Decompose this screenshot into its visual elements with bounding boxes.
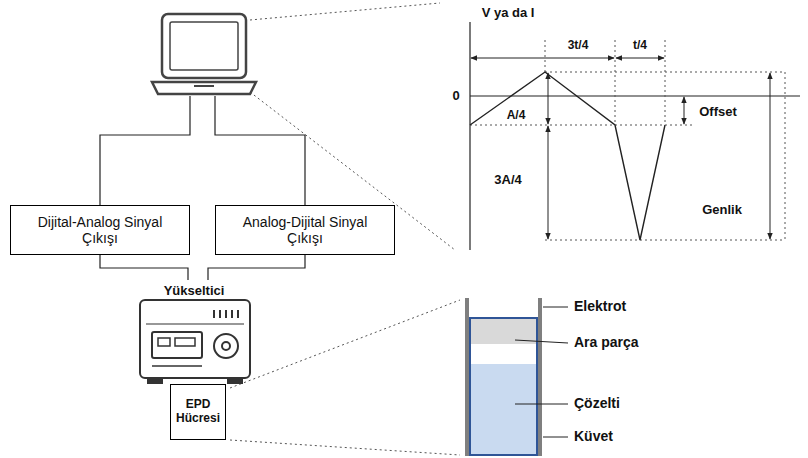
laptop-icon — [152, 14, 256, 94]
part-label: Elektrot — [574, 299, 626, 314]
waveform-graph — [470, 22, 800, 250]
signal-box: Analog-Dijital Sinyal Çıkışı — [215, 205, 395, 255]
box-text: Analog-Dijital Sinyal Çıkışı — [224, 214, 386, 246]
signal-box: Dijital-Analog Sinyal Çıkışı — [10, 205, 190, 255]
graph-label: Offset — [699, 105, 737, 119]
cuvette — [467, 298, 568, 456]
graph-label: V ya da I — [482, 6, 535, 20]
part-label: Ara parça — [574, 335, 639, 350]
amplifier-icon — [140, 300, 250, 383]
part-label: Çözelti — [574, 396, 620, 411]
graph-label: t/4 — [633, 39, 647, 52]
box-text: EPD Hücresi — [175, 398, 221, 426]
graph-label: 3t/4 — [568, 39, 589, 52]
graph-label: 0 — [452, 89, 459, 103]
device-label: Yükseltici — [164, 284, 225, 298]
box-text: Dijital-Analog Sinyal Çıkışı — [19, 214, 181, 246]
graph-label: Genlik — [702, 203, 742, 217]
part-label: Küvet — [574, 429, 613, 444]
graph-label: 3A/4 — [494, 173, 521, 187]
cell-box: EPD Hücresi — [170, 384, 226, 440]
graph-label: A/4 — [507, 109, 526, 122]
